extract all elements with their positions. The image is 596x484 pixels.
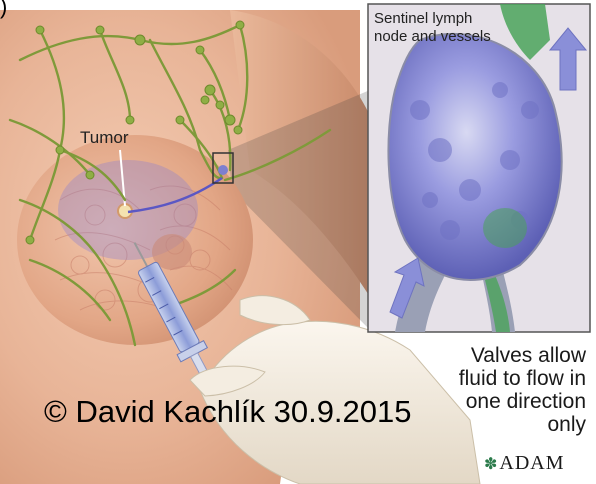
valves-line3: one direction xyxy=(390,390,586,413)
adam-logo: ✽ADAM xyxy=(484,452,565,475)
corner-mark: ) xyxy=(0,0,7,20)
adam-logo-text: ADAM xyxy=(499,452,564,474)
copyright-text: © David Kachlík 30.9.2015 xyxy=(44,394,412,430)
node-green-region xyxy=(483,208,527,248)
valves-caption: Valves allow fluid to flow in one direct… xyxy=(390,344,586,436)
sentinel-lymph-node xyxy=(388,34,561,280)
inset-caption: Sentinel lymph node and vessels xyxy=(374,10,544,46)
valves-line1: Valves allow xyxy=(390,344,586,367)
valves-line4: only xyxy=(390,413,586,436)
tumor-label: Tumor xyxy=(80,128,129,148)
adam-logo-star-icon: ✽ xyxy=(484,456,498,473)
sentinel-node-small xyxy=(218,165,228,175)
inset-caption-line2: node and vessels xyxy=(374,28,544,46)
inset-caption-line1: Sentinel lymph xyxy=(374,10,544,28)
valves-line2: fluid to flow in xyxy=(390,367,586,390)
